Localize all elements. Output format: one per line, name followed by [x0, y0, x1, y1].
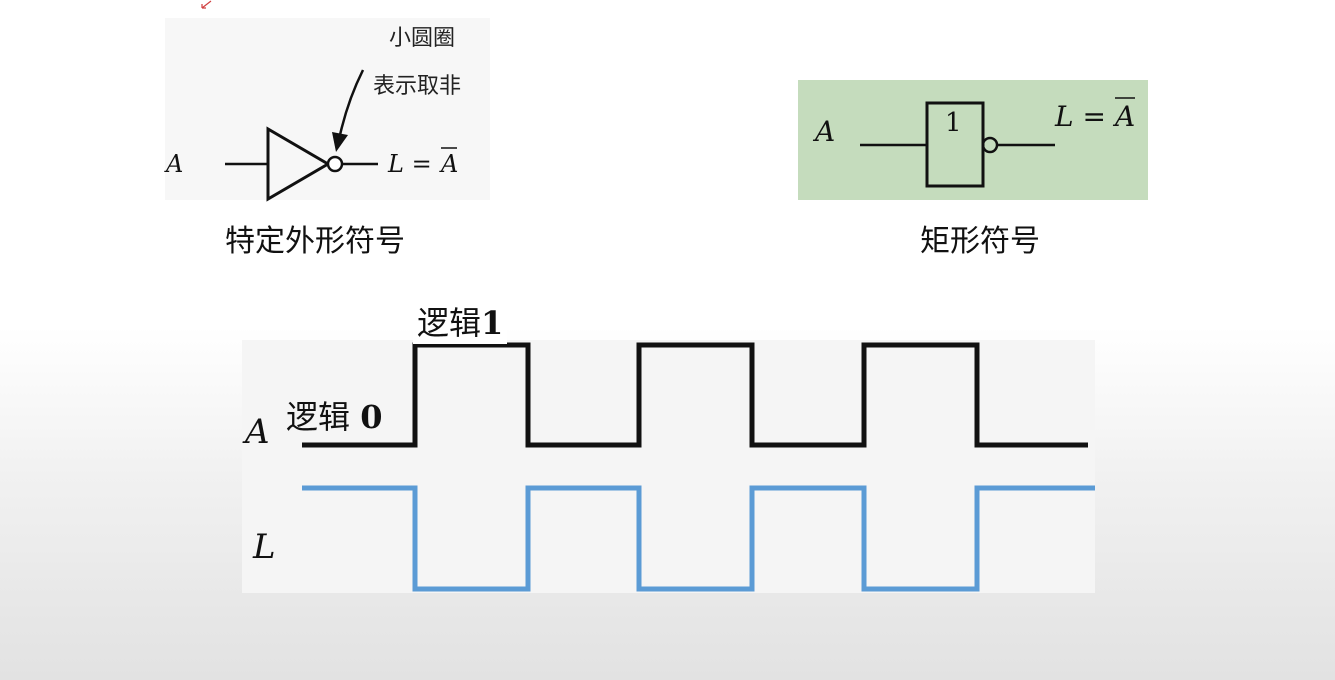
- inverter-output-label: L =: [388, 150, 432, 178]
- signal-a-label: A: [245, 412, 270, 452]
- bubble-note-line1: 小圆圈: [389, 26, 456, 51]
- logic-0-label: 逻辑 0: [286, 392, 382, 438]
- inverter-triangle: [266, 126, 331, 202]
- signal-l-waveform: [302, 485, 1095, 592]
- rect-input-label: A: [815, 115, 836, 148]
- rect-symbol-panel: [798, 80, 1148, 200]
- rect-symbol-caption: 矩形符号: [920, 224, 1040, 259]
- inverter-shape-panel: [165, 18, 490, 200]
- cursor-icon: [201, 0, 212, 9]
- rect-output-bar-label: A: [1115, 100, 1136, 133]
- rect-gate-text: 1: [945, 108, 962, 138]
- inverter-output-bar-label: A: [441, 150, 459, 178]
- annotation-arrow: [338, 69, 365, 136]
- logic-0-text: 逻辑: [286, 398, 361, 436]
- logic-0-num: 0: [360, 398, 383, 436]
- waveform-panel: [242, 340, 1095, 593]
- annotation-arrowhead: [332, 132, 348, 152]
- inverter-shape-caption: 特定外形符号: [225, 224, 405, 259]
- logic-1-label: 逻辑1: [413, 298, 508, 344]
- logic-1-text: 逻辑: [417, 304, 482, 342]
- rect-output-label: L =: [1055, 100, 1106, 133]
- signal-l-label: L: [253, 527, 276, 567]
- bubble-note-line2: 表示取非: [373, 74, 462, 99]
- signal-a-waveform: [302, 342, 1088, 448]
- inverter-input-label: A: [166, 150, 184, 178]
- logic-1-num: 1: [481, 304, 504, 342]
